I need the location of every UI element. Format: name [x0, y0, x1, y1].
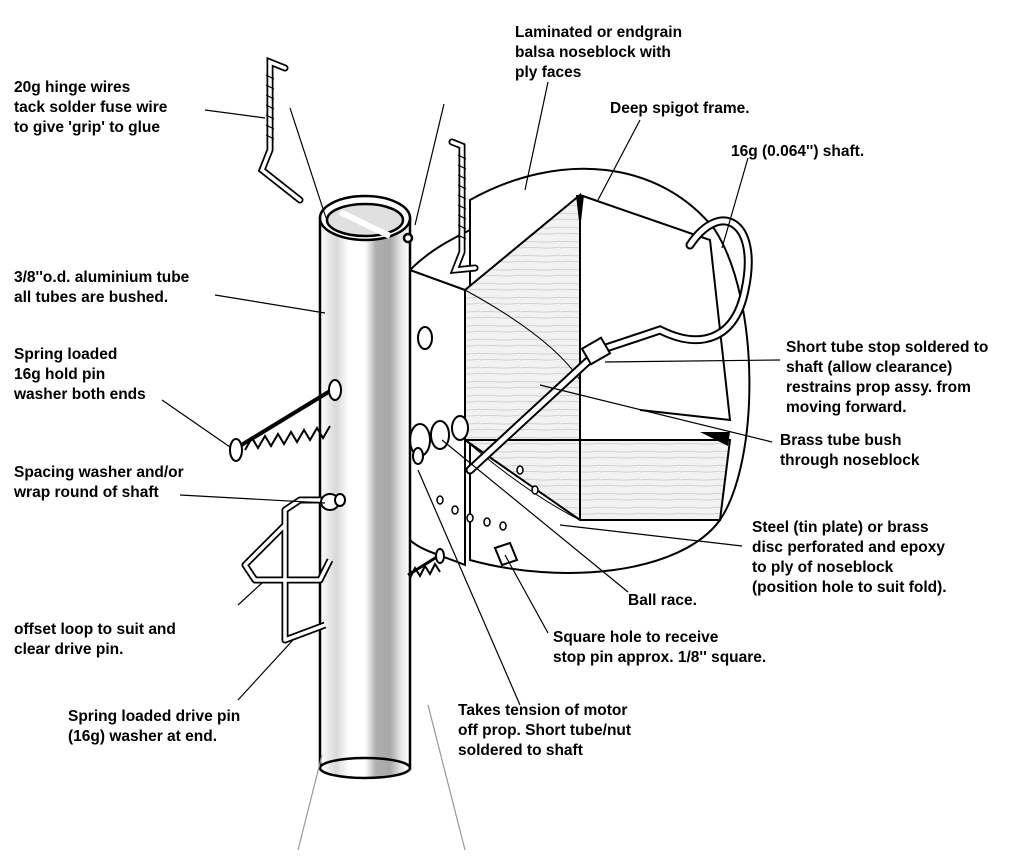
hold-pin-spring — [228, 379, 342, 462]
hinge-wires-label: 20g hinge wires tack solder fuse wire to… — [14, 79, 168, 136]
motor-tension-label: Takes tension of motor off prop. Short t… — [458, 702, 632, 759]
steel-disc-label: Steel (tin plate) or brass disc perforat… — [752, 519, 947, 596]
spacing-washer-label: Spacing washer and/or wrap round of shaf… — [14, 464, 184, 501]
drive-pin-spring — [407, 548, 445, 579]
shaft-wire-inner — [467, 218, 751, 473]
drive-pin-label: Spring loaded drive pin (16g) washer at … — [68, 708, 241, 745]
hinge-wires-inner — [259, 59, 477, 273]
spigot-label: Deep spigot frame. — [610, 100, 750, 117]
leader-lines — [161, 81, 781, 706]
spacing-washer — [320, 493, 346, 511]
noseblock-label: Laminated or endgrain balsa noseblock wi… — [515, 24, 683, 81]
tube-stop-label: Short tube stop soldered to shaft (allow… — [786, 339, 989, 416]
ball-race-label: Ball race. — [628, 592, 697, 609]
square-hole — [493, 541, 519, 567]
aluminium-tube — [318, 194, 414, 780]
offset-loop-wire-inner — [243, 498, 340, 642]
tube-label: 3/8''o.d. aluminium tube all tubes are b… — [14, 269, 190, 306]
disc-perforations — [436, 465, 539, 531]
spigot-wedges — [576, 195, 730, 446]
shaft-label: 16g (0.064'') shaft. — [731, 143, 865, 160]
fuselage-lines — [297, 704, 466, 851]
fuse-wire-wraps — [265, 74, 467, 240]
brass-bush-label: Brass tube bush through noseblock — [780, 432, 920, 469]
offset-loop-label: offset loop to suit and clear drive pin. — [14, 621, 176, 658]
short-tube-stop — [580, 336, 612, 366]
back-plate — [409, 229, 471, 567]
square-hole-label: Square hole to receive stop pin approx. … — [553, 629, 767, 666]
ball-race — [409, 326, 469, 465]
hold-pin-label: Spring loaded 16g hold pin washer both e… — [14, 346, 146, 403]
balsa-noseblock — [464, 192, 732, 521]
